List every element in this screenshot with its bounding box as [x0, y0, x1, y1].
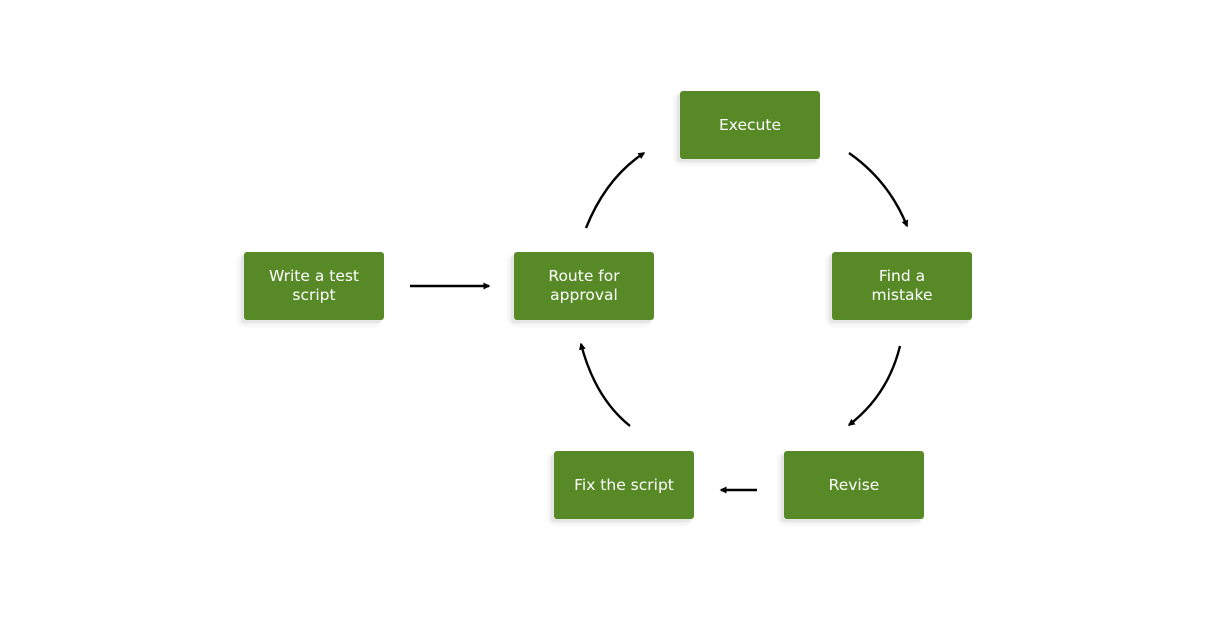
arrow-find-to-revise [847, 345, 902, 426]
node-write-test-script: Write a test script [244, 252, 384, 320]
node-label: Find a mistake [871, 267, 933, 304]
node-label: Fix the script [574, 475, 674, 494]
node-label: Revise [828, 475, 880, 494]
node-revise: Revise [784, 451, 924, 519]
node-label: Write a test script [268, 267, 360, 304]
arrow-route-to-execute [584, 151, 646, 229]
node-label: Execute [719, 115, 781, 134]
node-label: Route for approval [548, 267, 620, 304]
node-find-a-mistake: Find a mistake [832, 252, 972, 320]
arrow-execute-to-find [848, 152, 909, 228]
node-route-for-approval: Route for approval [514, 252, 654, 320]
node-fix-the-script: Fix the script [554, 451, 694, 519]
arrow-fix-to-route [579, 342, 631, 427]
node-execute: Execute [680, 91, 820, 159]
